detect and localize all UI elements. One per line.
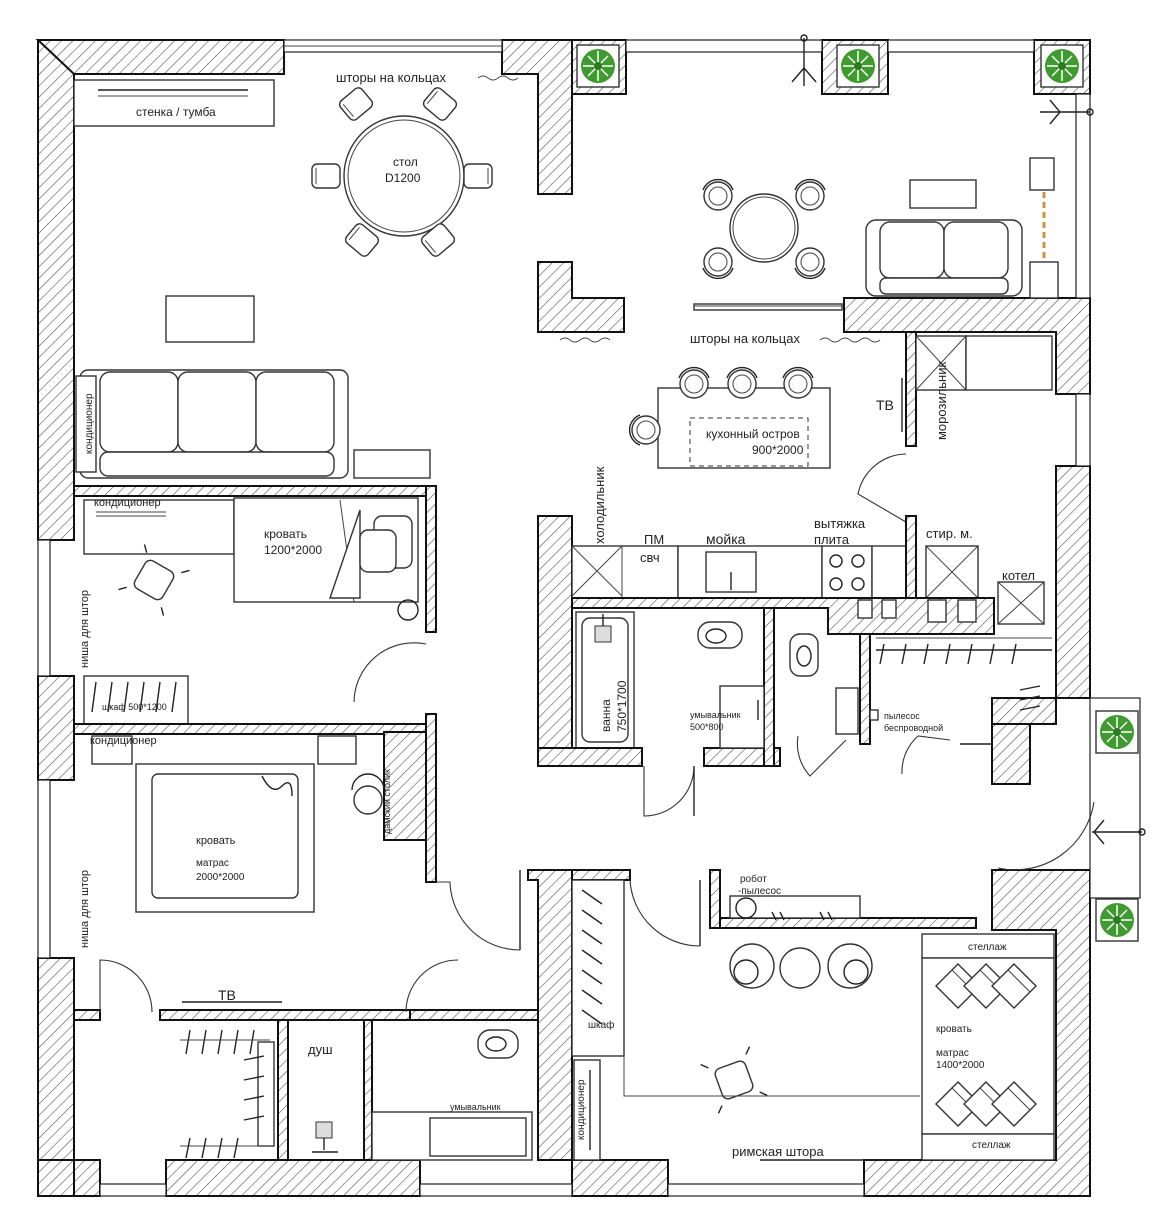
label-bed-kids: кровать	[264, 527, 307, 541]
label-dishwasher: ПМ	[644, 532, 664, 547]
label-ac-master: кондиционер	[90, 735, 157, 747]
guest-bedroom	[527, 869, 1055, 1161]
label-mattress-master: матрас	[196, 858, 229, 869]
label-ac-guest: кондиционер	[576, 1079, 587, 1140]
dressing-room	[180, 1009, 539, 1161]
label-mattress-guest: матрас	[936, 1048, 969, 1059]
label-mattress-master-size: 2000*2000	[196, 872, 245, 883]
label-fridge: холодильник	[592, 466, 607, 544]
label-island-size: 900*2000	[752, 443, 804, 457]
label-roman-blind: римская штора	[732, 1144, 824, 1159]
bathroom	[537, 607, 1052, 817]
label-shelf-top: стеллаж	[968, 942, 1007, 953]
kitchen	[537, 331, 1053, 767]
label-vacuum-2: беспроводной	[884, 723, 943, 733]
label-washbasin-bath: умывальник	[690, 710, 741, 720]
label-microwave: свч	[640, 550, 660, 565]
chair-icon	[118, 544, 190, 616]
label-wardrobe-kids: шкаф 500*1200	[102, 702, 167, 712]
label-boiler: котел	[1002, 568, 1035, 583]
toilet-icon	[477, 1029, 519, 1059]
master-bedroom	[73, 713, 521, 1021]
label-wall-unit: стенка / тумба	[136, 105, 216, 119]
label-bed-master: кровать	[196, 835, 236, 847]
label-bath: ванна	[599, 699, 613, 732]
living-room	[73, 75, 519, 479]
label-ac-living: кондиционер	[84, 393, 95, 454]
label-sink: мойка	[706, 531, 746, 547]
label-curtains-top: шторы на кольцах	[336, 70, 446, 85]
labels: шторы на кольцах стенка / тумба стол D12…	[79, 70, 1035, 1159]
label-washbasin-bath-size: 500*800	[690, 722, 724, 732]
label-island: кухонный остров	[706, 427, 800, 441]
label-washbasin-2: умывальник	[450, 1102, 501, 1112]
label-table-size: D1200	[385, 171, 421, 185]
label-stove: плита	[814, 532, 850, 547]
label-robot: робот	[740, 873, 767, 885]
wardrobe-rails	[876, 637, 1052, 711]
label-table: стол	[393, 155, 418, 169]
label-bath-size: 750*1700	[615, 680, 629, 732]
label-shelf-bottom: стеллаж	[972, 1140, 1011, 1151]
label-freezer: морозильник	[934, 361, 949, 440]
label-mattress-guest-size: 1400*2000	[936, 1060, 985, 1071]
label-curtains-mid: шторы на кольцах	[690, 331, 800, 346]
label-wardrobe-guest: шкаф	[588, 1019, 614, 1031]
label-robot-2: -пылесос	[738, 886, 781, 897]
label-tv-master: ТВ	[218, 987, 236, 1003]
label-ac-kids: кондиционер	[94, 497, 161, 509]
label-vanity: дамский столик	[382, 769, 392, 834]
kids-room	[73, 485, 437, 735]
armchair-icon	[729, 943, 873, 989]
label-niche-2: ниша для штор	[79, 870, 91, 948]
toilet-icon	[697, 621, 743, 649]
label-bed-kids-size: 1200*2000	[264, 543, 322, 557]
label-tv-kitchen: ТВ	[876, 397, 894, 413]
entry-arrow-icon	[791, 34, 1146, 845]
stove-icon	[821, 545, 873, 599]
label-niche-1: ниша для штор	[79, 590, 91, 668]
label-bed-guest: кровать	[936, 1024, 972, 1035]
label-vacuum: пылесос	[884, 711, 920, 721]
armchair-icon	[351, 773, 385, 815]
label-washer: стир. м.	[926, 526, 973, 541]
terrace	[559, 157, 1059, 343]
label-shower: душ	[308, 1042, 333, 1057]
chair-icon	[700, 1046, 768, 1114]
toilet-icon	[789, 633, 819, 677]
entrance-door	[997, 801, 1095, 871]
label-hood: вытяжка	[814, 516, 866, 531]
